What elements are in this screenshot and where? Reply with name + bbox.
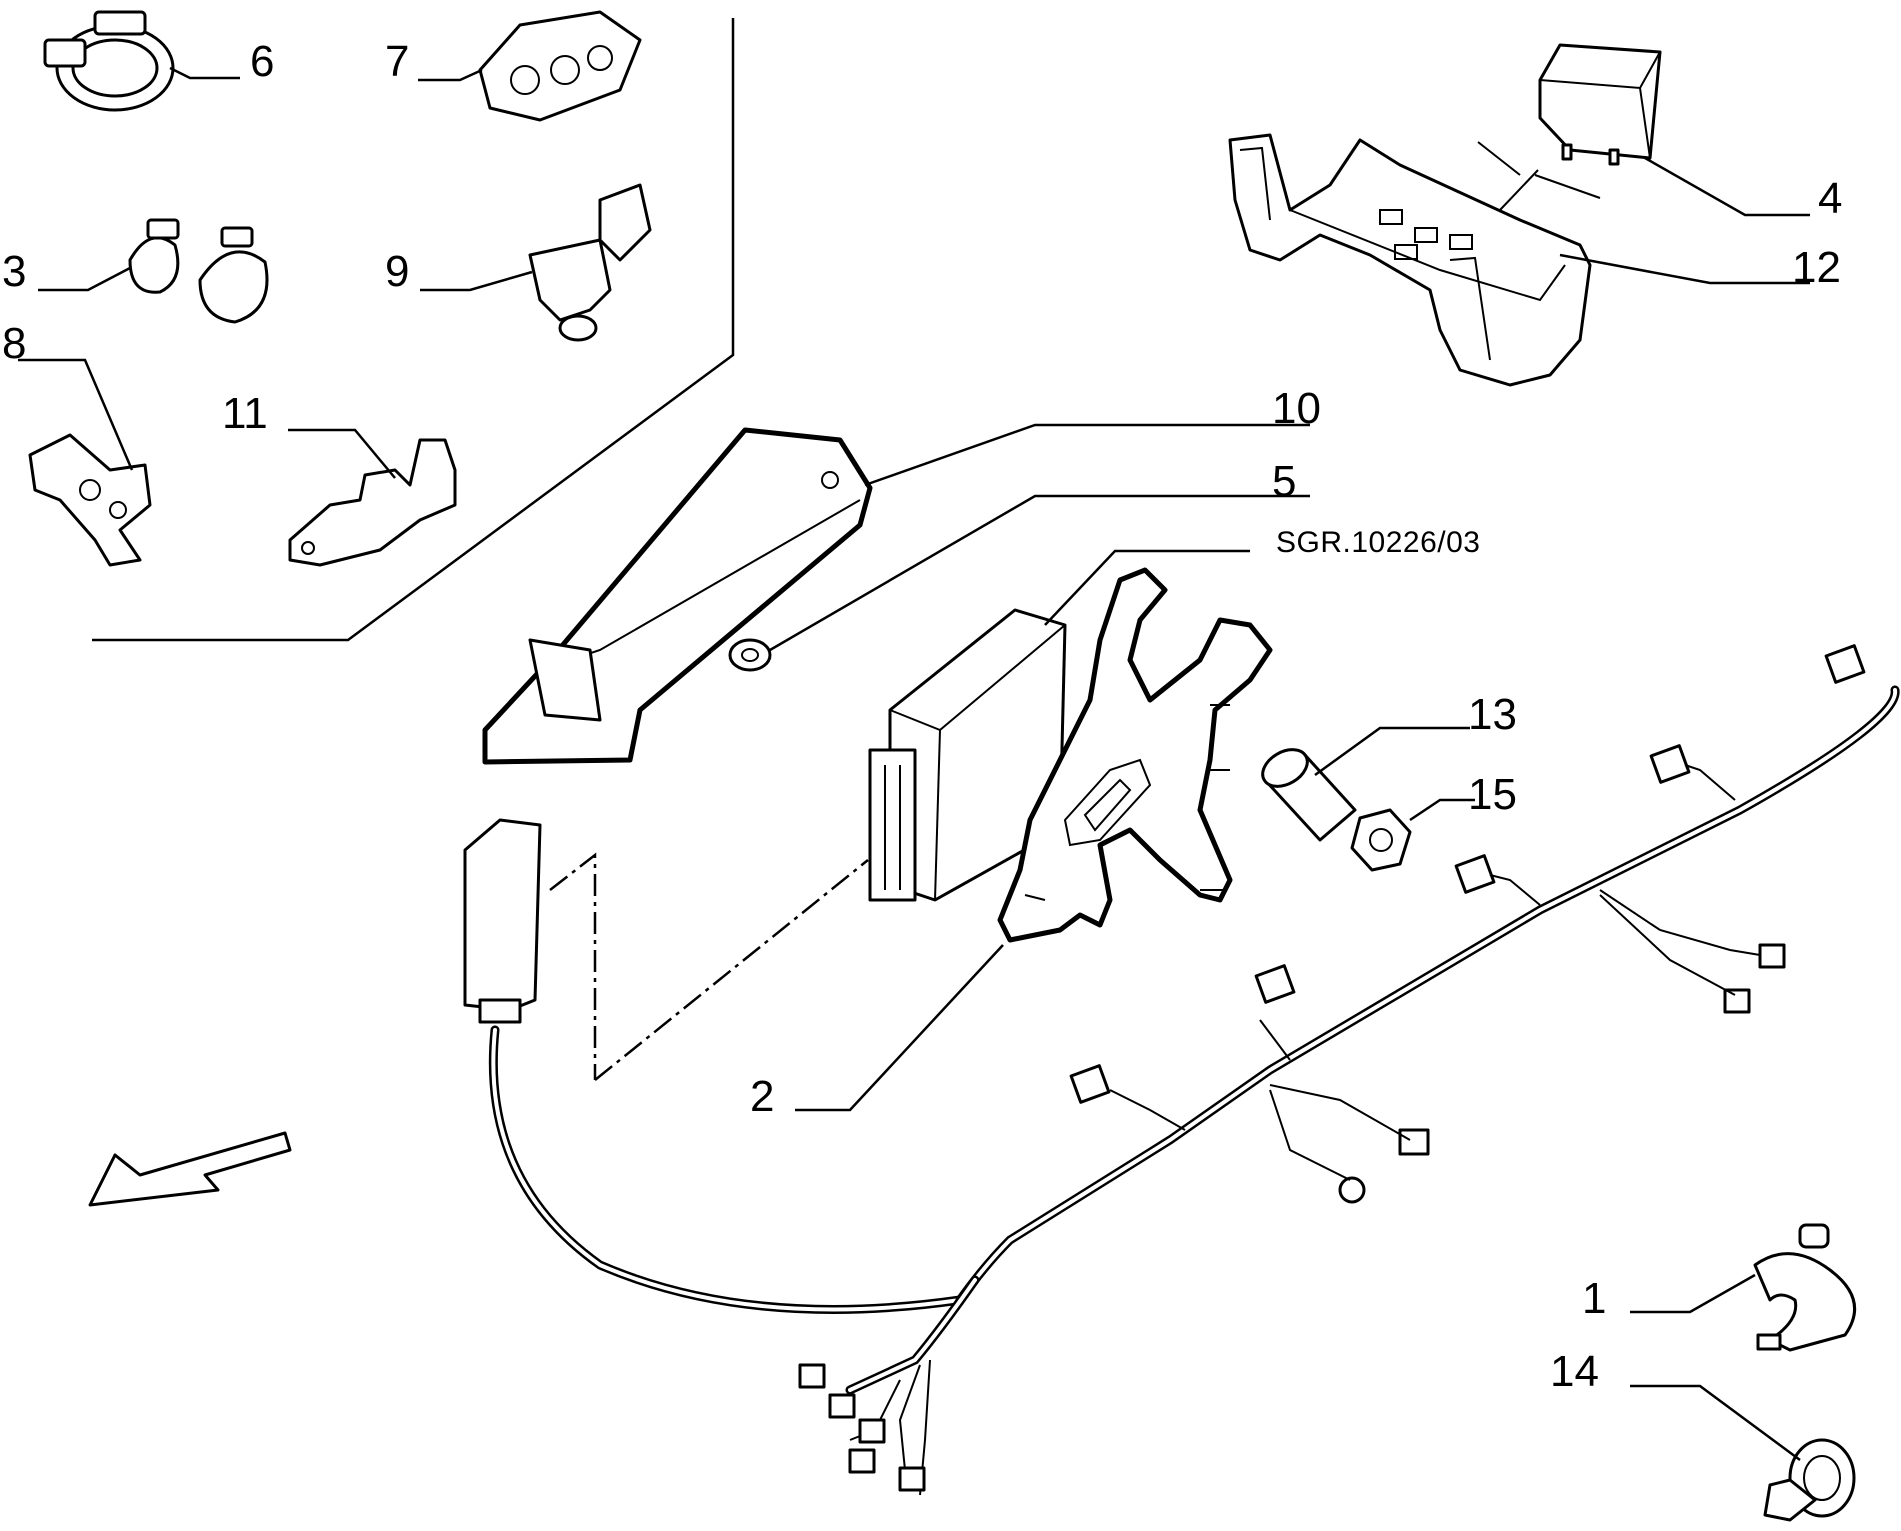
leader-10 (864, 423, 1310, 487)
leader-6 (169, 66, 240, 80)
drawing-reference: SGR.10226/03 (1276, 526, 1481, 559)
leader-4 (1644, 156, 1810, 217)
part-5-nut (728, 638, 772, 672)
part-11-bracket (288, 438, 457, 567)
part-8-clip (28, 433, 152, 567)
part-2-plate (997, 567, 1273, 943)
harness-connectors (798, 644, 1866, 1492)
leader-5 (769, 494, 1310, 652)
leader-1 (1630, 1273, 1756, 1314)
leader-3 (38, 266, 131, 292)
leader-ref (1044, 549, 1250, 626)
direction-arrow (88, 1131, 292, 1207)
part-7-clip (478, 10, 642, 122)
part-6-clamp (43, 10, 175, 112)
ecu-module (868, 608, 1067, 902)
callout-12: 12 (1792, 243, 1841, 292)
callout-15: 15 (1468, 770, 1517, 819)
callout-2: 2 (750, 1072, 775, 1121)
inset-separator (92, 18, 735, 642)
main-connector (463, 818, 542, 1024)
part-13-spacer (1261, 748, 1357, 842)
leader-2 (795, 944, 1004, 1112)
callout-5: 5 (1272, 457, 1297, 506)
callout-14: 14 (1550, 1347, 1599, 1396)
part-14-pin (1763, 1438, 1856, 1522)
leader-7 (418, 68, 483, 82)
leader-15 (1409, 798, 1475, 822)
part-9-clip (528, 183, 652, 342)
callout-8: 8 (2, 319, 27, 368)
leader-13 (1314, 726, 1470, 777)
leader-9 (420, 270, 533, 292)
callout-6: 6 (250, 37, 275, 86)
callout-10: 10 (1272, 384, 1321, 433)
leader-12 (1559, 253, 1810, 285)
callout-11: 11 (222, 389, 268, 438)
dashdot-1 (549, 852, 597, 1080)
leader-14 (1630, 1384, 1801, 1462)
leader-11 (288, 428, 396, 479)
part-12-bracket (1228, 133, 1592, 387)
callout-13: 13 (1468, 690, 1517, 739)
callout-1: 1 (1582, 1274, 1607, 1323)
callout-3: 3 (2, 247, 27, 296)
dashdot-2 (594, 859, 869, 1081)
callout-4: 4 (1818, 174, 1843, 223)
part-15-nut (1350, 808, 1412, 872)
part-4-relay (1538, 43, 1662, 166)
callout-9: 9 (385, 247, 410, 296)
wiring-harness (488, 644, 1900, 1496)
part-10-cover (482, 427, 873, 765)
callout-7: 7 (385, 37, 410, 86)
part-3-clip (128, 218, 269, 324)
part-1-clip (1753, 1223, 1857, 1352)
leader-8 (18, 358, 134, 471)
